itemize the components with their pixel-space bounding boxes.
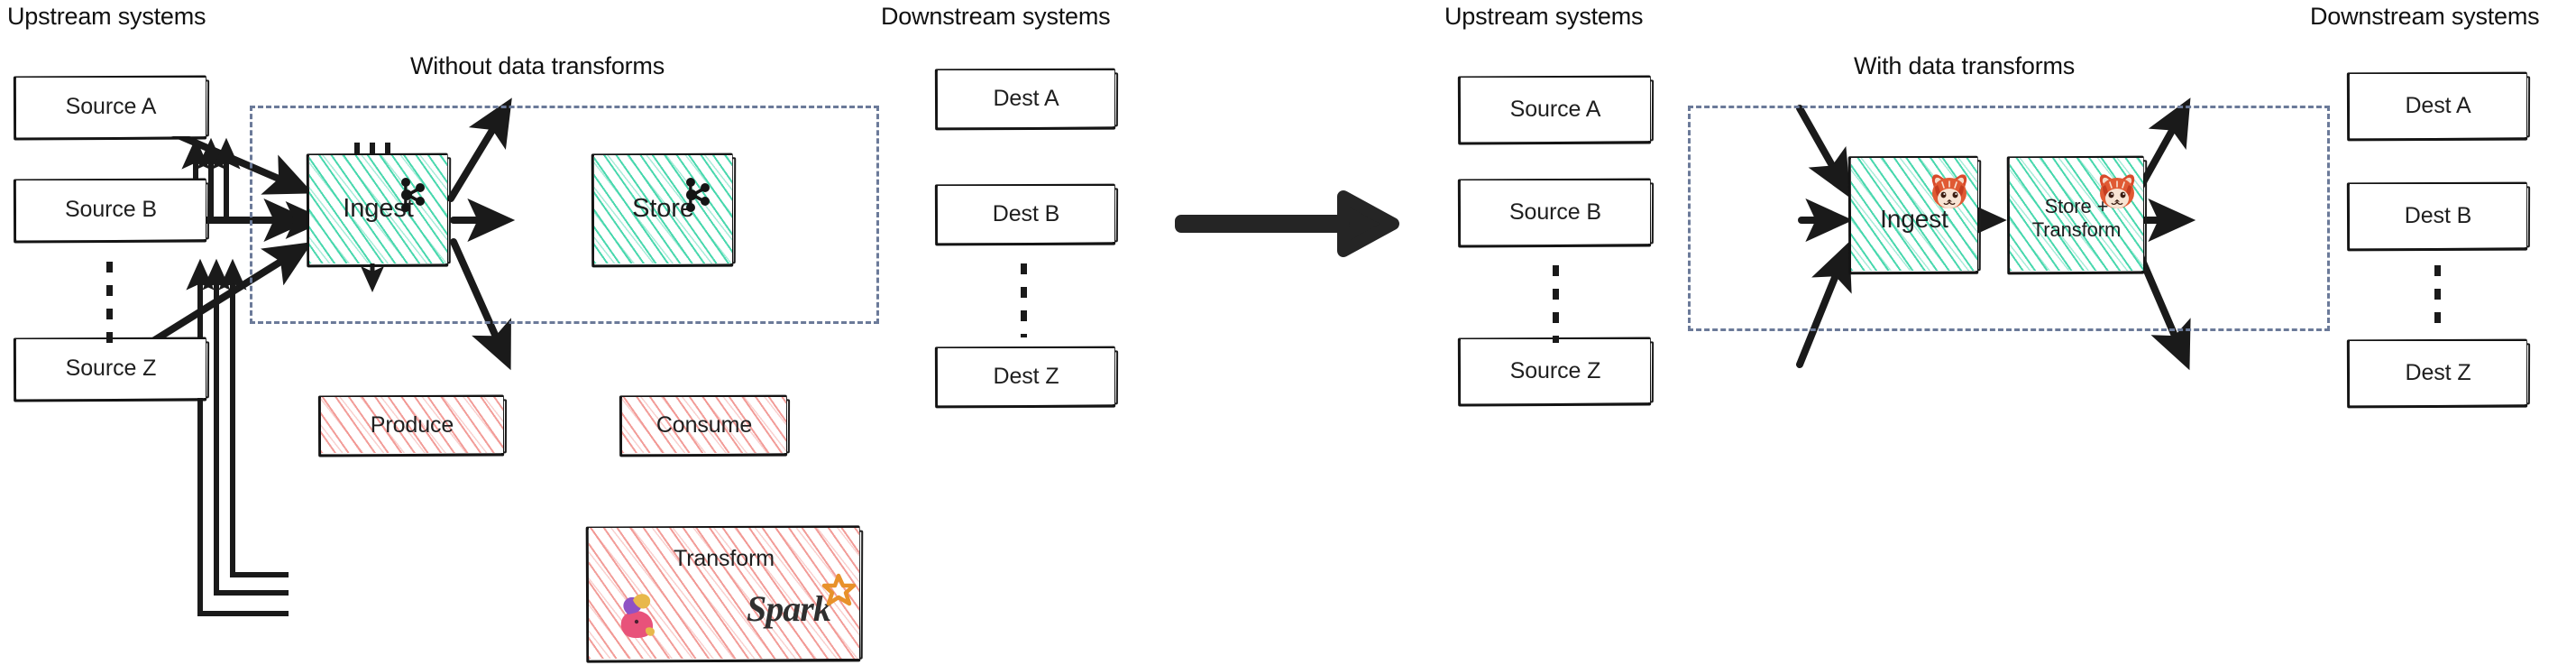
source-box-a[interactable]: Source A <box>16 78 206 136</box>
produce-node[interactable]: Produce <box>321 397 503 453</box>
dest-z-fill <box>938 348 1114 404</box>
store-hatch-fill-left <box>594 155 732 263</box>
store-node-kafka[interactable]: Store <box>594 155 732 263</box>
downstream-systems-label-right: Downstream systems <box>2310 3 2540 30</box>
panel-title-with-transforms: With data transforms <box>1854 52 2076 79</box>
source-z-fill-right <box>1461 339 1650 402</box>
ingest-node-kafka[interactable]: Ingest <box>309 155 447 263</box>
sources-ellipsis-left <box>106 262 113 343</box>
produce-hatch-fill <box>321 397 503 453</box>
dest-box-b-right[interactable]: Dest B <box>2350 184 2526 247</box>
upstream-systems-label-right: Upstream systems <box>1444 3 1644 30</box>
source-box-z[interactable]: Source Z <box>16 339 206 398</box>
source-box-z-right[interactable]: Source Z <box>1461 339 1650 402</box>
source-box-b-right[interactable]: Source B <box>1461 180 1650 244</box>
dest-a-fill <box>938 70 1114 126</box>
dest-a-fill-right <box>2350 74 2526 137</box>
dest-box-z-right[interactable]: Dest Z <box>2350 341 2526 404</box>
transform-node[interactable]: Transform Spark <box>589 528 859 659</box>
panel-title-without-transforms: Without data transforms <box>410 52 665 79</box>
upstream-systems-label: Upstream systems <box>7 3 206 30</box>
dest-b-fill <box>938 186 1114 242</box>
dest-z-fill-right <box>2350 341 2526 404</box>
store-transform-hatch-fill <box>2010 158 2143 271</box>
destinations-ellipsis-right <box>2434 265 2441 334</box>
streaming-platform-boundary-left <box>250 106 879 324</box>
source-box-a-right[interactable]: Source A <box>1461 78 1650 141</box>
consume-node[interactable]: Consume <box>622 397 786 453</box>
consume-hatch-fill <box>622 397 786 453</box>
store-transform-node-redpanda[interactable]: Store + Transform <box>2010 158 2143 271</box>
dest-b-fill-right <box>2350 184 2526 247</box>
destinations-ellipsis-left <box>1021 263 1027 337</box>
sources-ellipsis-right <box>1553 265 1559 343</box>
dest-box-a-right[interactable]: Dest A <box>2350 74 2526 137</box>
transition-arrow <box>1175 190 1399 257</box>
source-b-fill-right <box>1461 180 1650 244</box>
downstream-systems-label: Downstream systems <box>881 3 1111 30</box>
ingest-node-redpanda[interactable]: Ingest <box>1851 158 1977 271</box>
dest-box-z[interactable]: Dest Z <box>938 348 1114 404</box>
source-box-b[interactable]: Source B <box>16 180 206 239</box>
dest-box-a[interactable]: Dest A <box>938 70 1114 126</box>
streaming-platform-boundary-right <box>1688 106 2330 331</box>
source-a-fill-right <box>1461 78 1650 141</box>
dest-box-b[interactable]: Dest B <box>938 186 1114 242</box>
